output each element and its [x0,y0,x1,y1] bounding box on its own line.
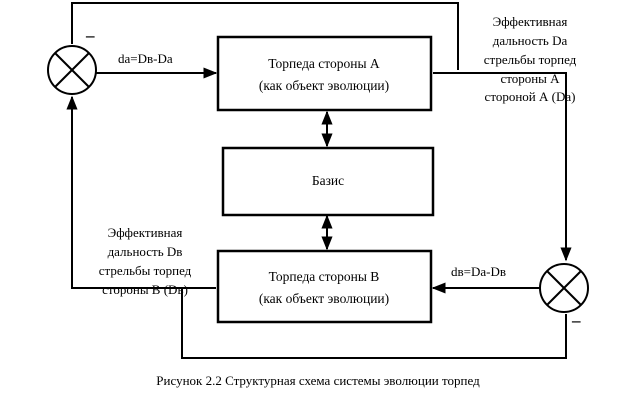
svg-text:Эффективная: Эффективная [493,14,568,29]
torpedo-b-box: Торпеда стороны В (как объект эволюции) [216,249,433,324]
range-b-line [66,95,216,289]
bottom-feedback-line [181,288,567,359]
torpedo-b-subtitle: (как объект эволюции) [259,291,389,306]
svg-text:стрельбы торпед: стрельбы торпед [99,263,192,278]
range-a-line [433,72,572,262]
svg-text:стороны А: стороны А [500,71,560,86]
torpedo-b-title: Торпеда стороны В [269,269,380,284]
svg-text:стороны В (Dв): стороны В (Dв) [102,282,188,297]
basis-box: Базис [221,146,435,217]
figure-caption: Рисунок 2.2 Структурная схема системы эв… [156,373,480,388]
range-a-label: Эффективная дальность Dа стрельбы торпед… [484,14,577,104]
range-b-label: Эффективная дальность Dв стрельбы торпед… [99,225,192,297]
da-equation: dа=Dв-Dа [118,51,173,66]
torpedo-a-subtitle: (как объект эволюции) [259,78,389,93]
svg-text:дальность Dа: дальность Dа [493,33,568,48]
torpedo-a-box: Торпеда стороны А (как объект эволюции) [216,35,433,112]
basis-label: Базис [312,173,344,188]
left-minus-sign: – [85,26,95,45]
right-summing-junction [539,263,589,313]
left-summing-junction [47,45,97,95]
top-feedback-line [71,2,459,70]
db-equation: dв=Dа-Dв [451,264,506,279]
torpedo-a-title: Торпеда стороны А [268,56,380,71]
svg-text:Эффективная: Эффективная [108,225,183,240]
svg-text:стороной А (Dа): стороной А (Dа) [485,89,576,104]
svg-text:дальность Dв: дальность Dв [108,244,183,259]
svg-text:стрельбы торпед: стрельбы торпед [484,52,577,67]
right-minus-sign: – [571,311,581,330]
